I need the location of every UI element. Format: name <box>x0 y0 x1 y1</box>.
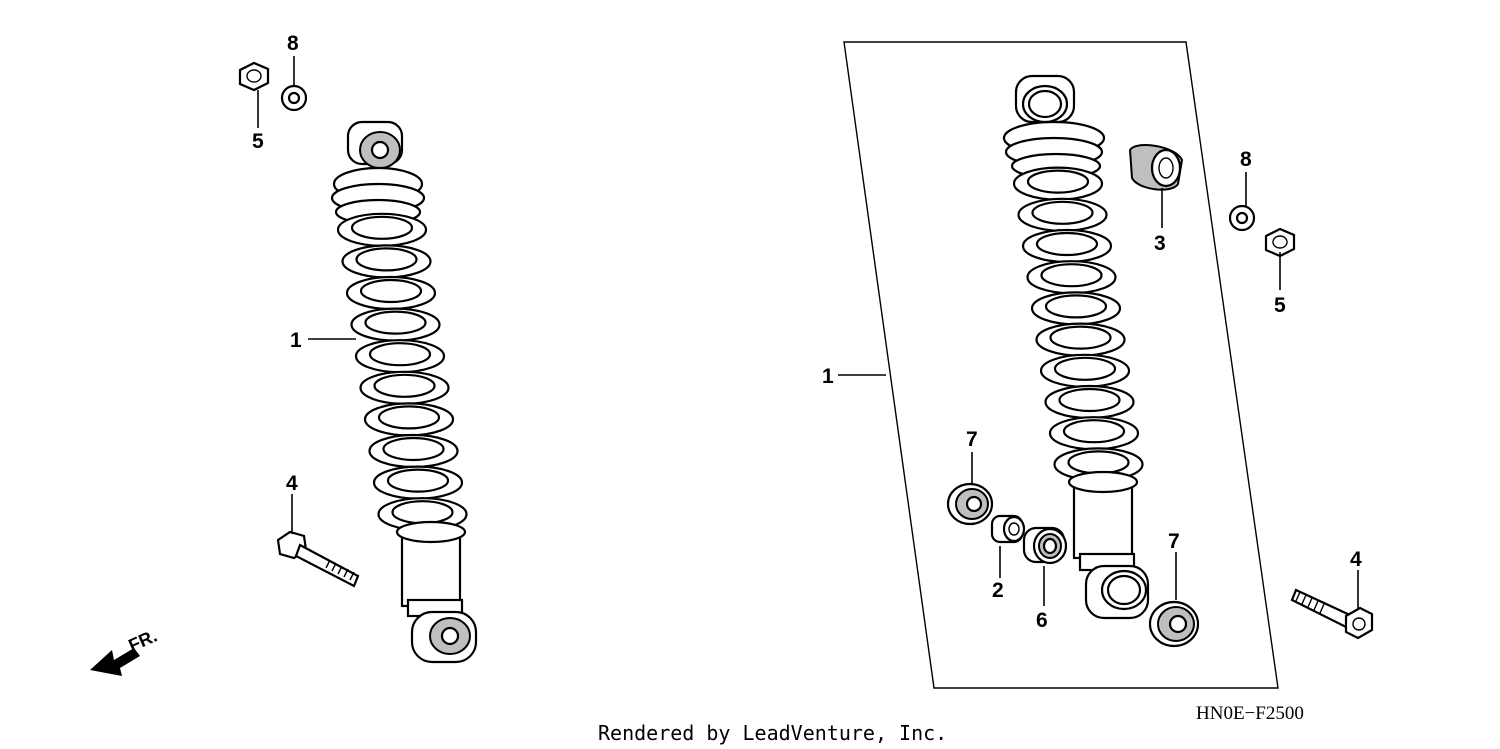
spring-coil-inner <box>1062 419 1126 444</box>
direction-label: FR. <box>125 626 160 656</box>
spring-coil-inner <box>1044 294 1108 319</box>
spring-coil-inner <box>382 436 445 462</box>
spring-coil-inner <box>391 500 454 525</box>
spring-coil-inner <box>350 215 414 240</box>
callout-collar[interactable]: 2 <box>992 579 1004 602</box>
spring-coil-inner <box>1067 450 1130 475</box>
left-nut[interactable] <box>238 61 270 92</box>
spring-coil-inner <box>1058 387 1121 413</box>
callout-seal-lower[interactable]: 7 <box>1168 530 1180 553</box>
bearing[interactable] <box>1022 526 1068 565</box>
render-credit: Rendered by LeadVenture, Inc. <box>598 721 947 745</box>
seal-lower[interactable] <box>1148 600 1200 648</box>
callout-right-shock[interactable]: 1 <box>822 365 834 388</box>
spring-coil-inner <box>386 468 450 493</box>
left-bolt[interactable] <box>276 530 360 588</box>
assembly-boundary <box>843 41 1279 689</box>
callout-right-bolt[interactable]: 4 <box>1350 548 1362 571</box>
callout-seal-upper[interactable]: 7 <box>966 428 978 451</box>
diagram-code: HN0E−F2500 <box>1196 703 1304 724</box>
callout-left-nut[interactable]: 5 <box>252 130 264 153</box>
right-shock-absorber[interactable] <box>1002 74 1150 620</box>
right-washer[interactable] <box>1228 204 1256 232</box>
spring-coil-inner <box>1031 200 1094 225</box>
callout-left-shock[interactable]: 1 <box>290 329 302 352</box>
spring-coil-inner <box>373 373 436 398</box>
right-nut[interactable] <box>1264 227 1296 258</box>
callout-bearing[interactable]: 6 <box>1036 609 1048 632</box>
left-shock-absorber[interactable] <box>330 120 478 664</box>
spring-coil-inner <box>359 278 423 304</box>
spring-coil-inner <box>1049 325 1112 350</box>
spring-coil-inner <box>368 342 432 367</box>
callout-left-washer[interactable]: 8 <box>287 32 299 55</box>
bushing[interactable] <box>1128 144 1184 191</box>
spring-coil-inner <box>1026 169 1090 194</box>
right-bolt[interactable] <box>1290 588 1374 640</box>
callout-bushing[interactable]: 3 <box>1154 232 1166 255</box>
callout-left-bolt[interactable]: 4 <box>286 472 298 495</box>
front-arrow-icon: FR. <box>90 626 160 676</box>
spring-coil-inner <box>364 310 427 335</box>
spring-coil-inner <box>1035 231 1099 257</box>
spring-coil-inner <box>1040 263 1103 288</box>
collar[interactable] <box>990 514 1026 544</box>
spring-coil-inner <box>355 247 418 272</box>
left-washer[interactable] <box>280 84 308 112</box>
callout-right-nut[interactable]: 5 <box>1274 294 1286 317</box>
spring-coil-inner <box>1053 356 1117 381</box>
callout-right-washer[interactable]: 8 <box>1240 148 1252 171</box>
spring-coil-inner <box>377 405 441 430</box>
seal-upper[interactable] <box>946 482 994 526</box>
